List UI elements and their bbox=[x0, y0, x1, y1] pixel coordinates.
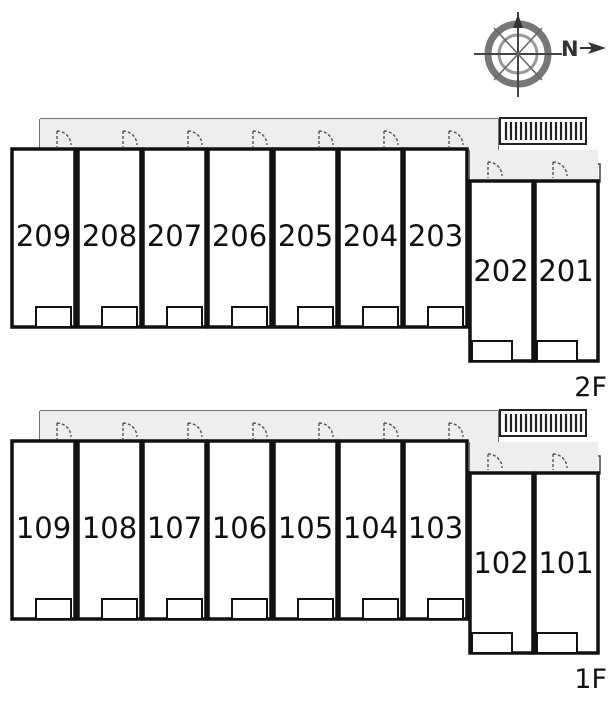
corridor-landing bbox=[470, 442, 598, 474]
unit-number: 103 bbox=[408, 511, 463, 545]
unit-102: 102 bbox=[468, 453, 535, 655]
door-icon bbox=[487, 161, 503, 178]
unit-number: 107 bbox=[147, 511, 202, 545]
north-arrow-icon bbox=[474, 12, 606, 97]
door-icon bbox=[187, 130, 203, 147]
unit-number: 101 bbox=[538, 546, 593, 580]
unit-outline bbox=[10, 147, 77, 329]
balcony bbox=[35, 306, 72, 328]
unit-202: 202 bbox=[468, 161, 535, 363]
balcony bbox=[427, 598, 464, 620]
balcony bbox=[35, 598, 72, 620]
unit-209: 209 bbox=[10, 130, 77, 329]
corridor-landing bbox=[470, 150, 598, 182]
corridor bbox=[40, 119, 498, 150]
balcony bbox=[297, 598, 334, 620]
door-icon bbox=[318, 130, 334, 147]
balcony bbox=[297, 306, 334, 328]
unit-205: 205 bbox=[272, 130, 339, 329]
unit-outline bbox=[468, 179, 535, 363]
unit-203: 203 bbox=[402, 130, 469, 329]
unit-number: 208 bbox=[82, 219, 137, 253]
unit-outline bbox=[206, 147, 273, 329]
unit-number: 207 bbox=[147, 219, 202, 253]
unit-number: 108 bbox=[82, 511, 137, 545]
balcony bbox=[101, 306, 138, 328]
unit-109: 109 bbox=[10, 422, 77, 621]
door-icon bbox=[318, 422, 334, 439]
compass: N bbox=[474, 12, 606, 97]
unit-number: 209 bbox=[16, 219, 71, 253]
door-icon bbox=[252, 130, 268, 147]
unit-105: 105 bbox=[272, 422, 339, 621]
unit-number: 109 bbox=[16, 511, 71, 545]
balcony bbox=[231, 306, 268, 328]
balcony bbox=[362, 598, 399, 620]
balcony bbox=[536, 632, 578, 654]
door-icon bbox=[448, 130, 464, 147]
unit-108: 108 bbox=[76, 422, 143, 621]
unit-outline bbox=[76, 439, 143, 621]
unit-number: 106 bbox=[212, 511, 267, 545]
floor-1f: 109 108 107 106 105 104 103 102 101 1F bbox=[10, 409, 607, 695]
unit-outline bbox=[141, 147, 208, 329]
unit-number: 206 bbox=[212, 219, 267, 253]
unit-201: 201 bbox=[533, 161, 600, 363]
unit-outline bbox=[76, 147, 143, 329]
door-icon bbox=[383, 130, 399, 147]
unit-outline bbox=[272, 147, 339, 329]
unit-number: 104 bbox=[343, 511, 398, 545]
door-icon bbox=[552, 453, 568, 470]
staircase-icon bbox=[499, 117, 587, 145]
unit-103: 103 bbox=[402, 422, 469, 621]
unit-104: 104 bbox=[337, 422, 404, 621]
unit-107: 107 bbox=[141, 422, 208, 621]
balcony bbox=[101, 598, 138, 620]
unit-204: 204 bbox=[337, 130, 404, 329]
floor-2f: 209 208 207 206 205 204 203 202 201 2F bbox=[10, 117, 607, 403]
door-icon bbox=[56, 130, 72, 147]
corridor bbox=[40, 411, 498, 442]
unit-106: 106 bbox=[206, 422, 273, 621]
unit-number: 105 bbox=[278, 511, 333, 545]
door-icon bbox=[187, 422, 203, 439]
balcony bbox=[362, 306, 399, 328]
door-icon bbox=[383, 422, 399, 439]
staircase-icon bbox=[499, 409, 587, 437]
balcony bbox=[471, 340, 513, 362]
unit-206: 206 bbox=[206, 130, 273, 329]
floor-label: 1F bbox=[574, 664, 607, 695]
balcony bbox=[471, 632, 513, 654]
balcony bbox=[231, 598, 268, 620]
unit-number: 202 bbox=[473, 254, 528, 288]
unit-outline bbox=[10, 439, 77, 621]
unit-number: 204 bbox=[343, 219, 398, 253]
unit-207: 207 bbox=[141, 130, 208, 329]
unit-208: 208 bbox=[76, 130, 143, 329]
balcony bbox=[427, 306, 464, 328]
door-icon bbox=[56, 422, 72, 439]
balcony bbox=[536, 340, 578, 362]
unit-outline bbox=[402, 147, 469, 329]
unit-number: 203 bbox=[408, 219, 463, 253]
door-icon bbox=[122, 422, 138, 439]
unit-number: 102 bbox=[473, 546, 528, 580]
balcony bbox=[166, 598, 203, 620]
door-icon bbox=[252, 422, 268, 439]
door-icon bbox=[487, 453, 503, 470]
door-icon bbox=[448, 422, 464, 439]
door-icon bbox=[552, 161, 568, 178]
door-icon bbox=[122, 130, 138, 147]
compass-north-label: N bbox=[561, 37, 579, 61]
unit-outline bbox=[206, 439, 273, 621]
balcony bbox=[166, 306, 203, 328]
unit-number: 205 bbox=[278, 219, 333, 253]
unit-outline bbox=[402, 439, 469, 621]
unit-101: 101 bbox=[533, 453, 600, 655]
floor-label: 2F bbox=[574, 372, 607, 403]
unit-number: 201 bbox=[538, 254, 593, 288]
